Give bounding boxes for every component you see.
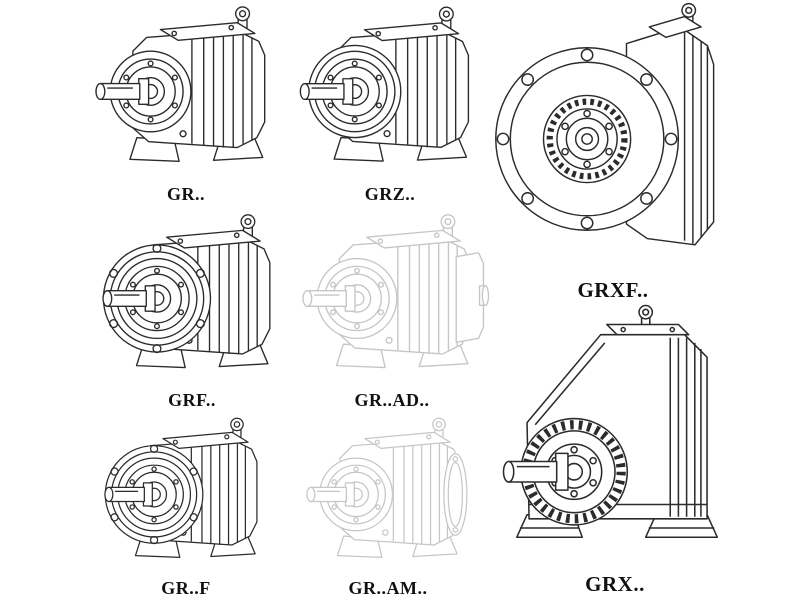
gearbox-drawing-gr-f xyxy=(104,417,258,559)
gearbox-drawing-gr-ad xyxy=(302,214,490,369)
gearbox-drawing-grf xyxy=(102,214,271,369)
figure-grf: GRF.. xyxy=(92,208,292,412)
figure-gr: GR.. xyxy=(86,0,286,206)
gearbox-drawing-grxf xyxy=(495,2,715,246)
label-grx: GRX.. xyxy=(585,572,645,596)
label-grxf: GRXF.. xyxy=(577,278,649,302)
gearbox-drawing-gr xyxy=(95,6,266,163)
figure-grz: GRZ.. xyxy=(292,0,488,206)
figure-gr-am: GR..AM.. xyxy=(288,412,488,600)
figure-gr-f: GR..F xyxy=(86,412,286,600)
figure-grxf: GRXF.. xyxy=(492,0,734,302)
label-gr: GR.. xyxy=(167,184,205,204)
label-grf: GRF.. xyxy=(168,390,216,410)
gearbox-drawing-gr-am xyxy=(306,417,468,559)
figure-grx: GRX.. xyxy=(492,304,738,596)
gearbox-drawing-grx xyxy=(502,304,719,538)
label-gr-ad: GR..AD.. xyxy=(354,390,430,410)
gearbox-drawing-grz xyxy=(299,6,470,162)
label-gr-am: GR..AM.. xyxy=(348,578,428,598)
label-gr-f: GR..F xyxy=(161,578,211,598)
label-grz: GRZ.. xyxy=(364,184,416,204)
figure-gr-ad: GR..AD.. xyxy=(288,208,496,412)
